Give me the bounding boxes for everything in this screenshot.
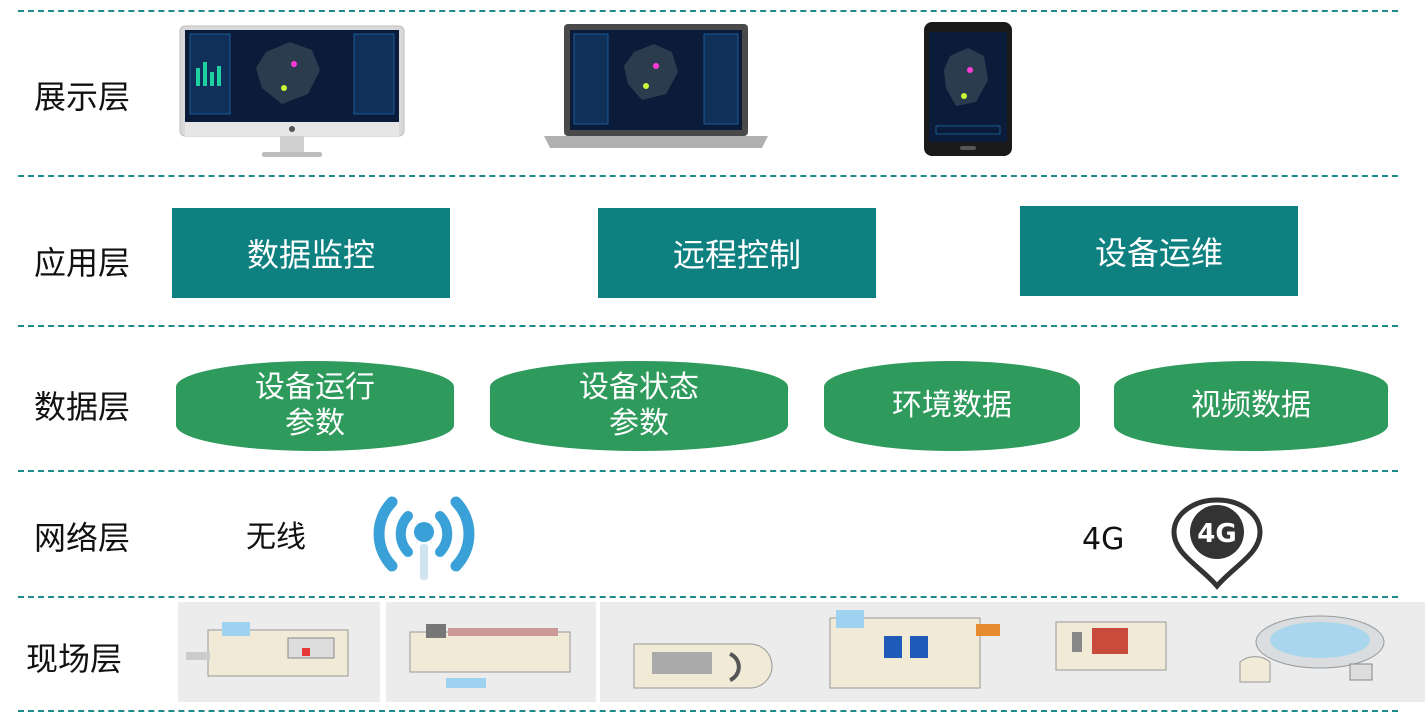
layer-label-data: 数据层 — [34, 388, 131, 426]
data-source-line1: 环境数据 — [892, 388, 1012, 423]
field-equipment-image-6 — [1200, 602, 1425, 702]
divider-bottom — [18, 710, 1398, 712]
layer-label-field: 现场层 — [26, 640, 123, 678]
data-source-line2: 参数 — [285, 406, 345, 441]
field-equipment-image-2 — [386, 602, 596, 702]
wifi-signal-icon — [368, 488, 480, 584]
data-source-equipment-operation-params: 设备运行参数 — [176, 361, 454, 451]
desktop-monitor-image — [178, 24, 406, 160]
app-module-data-monitoring: 数据监控 — [172, 208, 450, 298]
data-source-environment-data: 环境数据 — [824, 361, 1080, 451]
layer-label-display: 展示层 — [34, 78, 131, 116]
field-equipment-image-1 — [178, 602, 380, 702]
field-equipment-image-4 — [806, 602, 1012, 702]
smartphone-image — [922, 20, 1014, 158]
layer-label-network: 网络层 — [34, 519, 131, 557]
divider-1 — [18, 175, 1398, 177]
field-equipment-image-3 — [600, 602, 806, 702]
layer-label-application: 应用层 — [34, 244, 131, 282]
data-source-equipment-status-params: 设备状态参数 — [490, 361, 788, 451]
app-module-remote-control: 远程控制 — [598, 208, 876, 298]
4g-location-pin-icon: 4G — [1162, 496, 1272, 590]
data-source-line2: 参数 — [609, 406, 669, 441]
divider-top — [18, 10, 1398, 12]
data-source-line1: 视频数据 — [1191, 388, 1311, 423]
data-source-line1: 设备状态 — [579, 370, 699, 405]
divider-3 — [18, 470, 1398, 472]
data-source-video-data: 视频数据 — [1114, 361, 1388, 451]
divider-4 — [18, 596, 1398, 598]
4g-badge-text: 4G — [1197, 519, 1236, 549]
laptop-image — [542, 22, 770, 150]
field-equipment-image-5 — [1012, 602, 1200, 702]
wireless-label: 无线 — [246, 520, 306, 555]
app-module-device-maintenance: 设备运维 — [1020, 206, 1298, 296]
cellular-label: 4G — [1082, 522, 1125, 557]
data-source-line1: 设备运行 — [255, 370, 375, 405]
divider-2 — [18, 325, 1398, 327]
